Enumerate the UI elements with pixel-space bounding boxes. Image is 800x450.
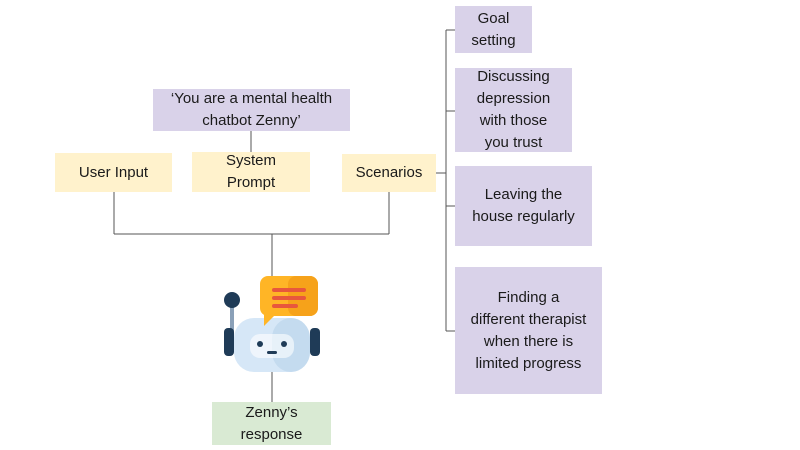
scenario-discussing-depression: Discussing depression with those you tru…: [455, 68, 572, 152]
scenario-goal-setting: Goal setting: [455, 6, 532, 53]
chatbot-icon: [224, 276, 320, 372]
scenario-leaving-house: Leaving the house regularly: [455, 166, 592, 246]
scenarios-box: Scenarios: [342, 154, 436, 192]
zenny-response-box: Zenny’s response: [212, 402, 331, 445]
system-prompt-box: System Prompt: [192, 152, 310, 192]
system-prompt-text-box: ‘You are a mental health chatbot Zenny’: [153, 89, 350, 131]
scenario-different-therapist: Finding a different therapist when there…: [455, 267, 602, 394]
speech-bubble-icon: [260, 276, 318, 326]
user-input-box: User Input: [55, 153, 172, 192]
